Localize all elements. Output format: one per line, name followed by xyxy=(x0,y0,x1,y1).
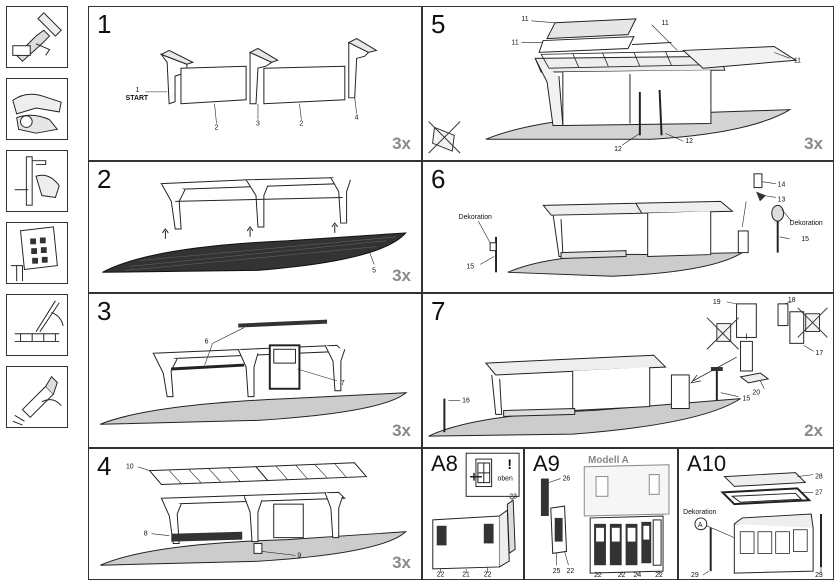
step-7-number: 7 xyxy=(431,296,446,326)
s4-label-9: 9 xyxy=(297,552,301,559)
step-3-panel: 6 7 3 3x xyxy=(88,293,422,448)
step-4-multiplier: 3x xyxy=(392,553,411,572)
step-5-illustration: 11 11 11 11 12 12 xyxy=(428,16,801,154)
s4-label-8: 8 xyxy=(144,531,148,538)
a10-label-29b: 29 xyxy=(815,572,823,579)
clamp-icon xyxy=(6,150,68,212)
step-1-panel: 1 START 2 3 2 4 1 3x xyxy=(88,6,422,161)
s1-label-4: 4 xyxy=(355,115,359,122)
s5-label-12a: 12 xyxy=(614,146,622,153)
s7-label-16: 16 xyxy=(462,398,470,405)
a9-label-22d: 22 xyxy=(655,572,663,579)
s7-label-18: 18 xyxy=(788,297,796,304)
s4-label-10: 10 xyxy=(126,464,134,471)
step-3-number: 3 xyxy=(97,296,112,326)
a8-note-oben: oben xyxy=(498,476,513,483)
a9-label-22c: 22 xyxy=(618,572,626,579)
a9-label-26: 26 xyxy=(563,476,571,483)
s6-label-14: 14 xyxy=(778,182,786,189)
s6-part-14 xyxy=(753,173,763,189)
a9-model-label: Modell A xyxy=(588,455,629,466)
a8-label-21: 21 xyxy=(462,572,470,579)
a8-exclaim: ! xyxy=(507,457,512,472)
s6-label-15b: 15 xyxy=(801,236,809,243)
a10-marker-a: A xyxy=(698,522,703,529)
sanding-hands-icon xyxy=(6,78,68,140)
step-1-multiplier: 3x xyxy=(392,134,411,153)
s6-label-deko-left: Dekoration xyxy=(459,214,492,221)
step-a9-panel: Modell A 26 25 xyxy=(524,448,678,580)
decal-sheet-icon xyxy=(6,222,68,284)
s1-label-2a: 2 xyxy=(215,124,219,131)
step-2-illustration: 5 xyxy=(102,177,407,274)
step-5-panel: 11 11 11 11 12 12 5 3x xyxy=(422,6,834,161)
step-a8-illustration: ! oben 23 22 21 22 xyxy=(432,452,520,579)
a8-label-22b: 22 xyxy=(484,572,492,579)
step-a9-number: A9 xyxy=(533,451,560,476)
step-7-panel: 19 18 17 20 15 16 7 2x xyxy=(422,293,834,448)
a9-label-22b: 22 xyxy=(594,572,602,579)
step-3-illustration: 6 7 xyxy=(99,319,408,425)
step-a8-panel: ! oben 23 22 21 22 A8 xyxy=(422,448,524,580)
s7-label-20: 20 xyxy=(752,390,760,397)
s5-label-11d: 11 xyxy=(794,57,801,64)
step-3-multiplier: 3x xyxy=(392,421,411,440)
s5-label-11b: 11 xyxy=(512,40,519,47)
cutting-tool-icon xyxy=(6,6,68,68)
step-7-illustration: 19 18 17 20 15 16 xyxy=(428,297,828,437)
a8-label-22a: 22 xyxy=(437,572,445,579)
s1-label-2b: 2 xyxy=(299,120,303,127)
step-4-number: 4 xyxy=(97,451,112,481)
a9-label-22a: 22 xyxy=(567,568,575,575)
step-a9-illustration: Modell A 26 25 xyxy=(540,455,670,579)
s7-label-17: 17 xyxy=(816,350,824,357)
a10-label-28: 28 xyxy=(815,474,823,481)
step-2-number: 2 xyxy=(97,164,112,194)
s3-label-7: 7 xyxy=(341,380,345,387)
step-a10-panel: 28 27 Dekoration A 29 29 A10 xyxy=(678,448,834,580)
a10-label-29a: 29 xyxy=(691,572,699,579)
s5-label-11a: 11 xyxy=(521,16,528,23)
step-5-multiplier: 3x xyxy=(804,134,823,153)
s5-label-11c: 11 xyxy=(662,20,669,27)
step-6-panel: Dekoration 15 14 13 Dekoration 15 6 xyxy=(422,161,834,293)
s3-label-6: 6 xyxy=(205,338,209,345)
a10-label-27: 27 xyxy=(815,489,823,496)
step-2-multiplier: 3x xyxy=(392,266,411,285)
s1-label-start: START xyxy=(126,95,149,102)
a9-label-24: 24 xyxy=(634,572,642,579)
s6-label-deko-right: Dekoration xyxy=(790,220,823,227)
step-a10-number: A10 xyxy=(687,451,727,476)
s7-label-15: 15 xyxy=(743,396,751,403)
step-1-illustration: 1 START 2 3 2 4 xyxy=(126,38,378,131)
step-6-number: 6 xyxy=(431,164,446,194)
s1-label-start-num: 1 xyxy=(136,87,140,94)
a10-label-deko: Dekoration xyxy=(683,509,716,516)
step-a10-illustration: 28 27 Dekoration A 29 29 xyxy=(683,472,823,579)
s7-label-19: 19 xyxy=(713,299,721,306)
s1-label-3: 3 xyxy=(256,120,260,127)
step-4-panel: 10 8 9 4 3x xyxy=(88,448,422,580)
step-a8-number: A8 xyxy=(431,451,458,476)
s2-label-5: 5 xyxy=(372,267,376,274)
step-4-illustration: 10 8 9 xyxy=(100,462,408,566)
a9-label-25: 25 xyxy=(553,568,561,575)
step-6-illustration: Dekoration 15 14 13 Dekoration 15 xyxy=(459,173,823,277)
s6-label-15a: 15 xyxy=(466,263,474,270)
s6-label-13: 13 xyxy=(778,196,786,203)
step-5-number: 5 xyxy=(431,9,446,39)
tweezers-icon xyxy=(6,294,68,356)
s5-label-12b: 12 xyxy=(685,138,693,145)
step-7-multiplier: 2x xyxy=(804,421,823,440)
step-1-number: 1 xyxy=(97,9,112,39)
glue-bottle-icon xyxy=(6,366,68,428)
step-2-panel: 5 2 3x xyxy=(88,161,422,293)
a8-label-23: 23 xyxy=(509,493,517,500)
